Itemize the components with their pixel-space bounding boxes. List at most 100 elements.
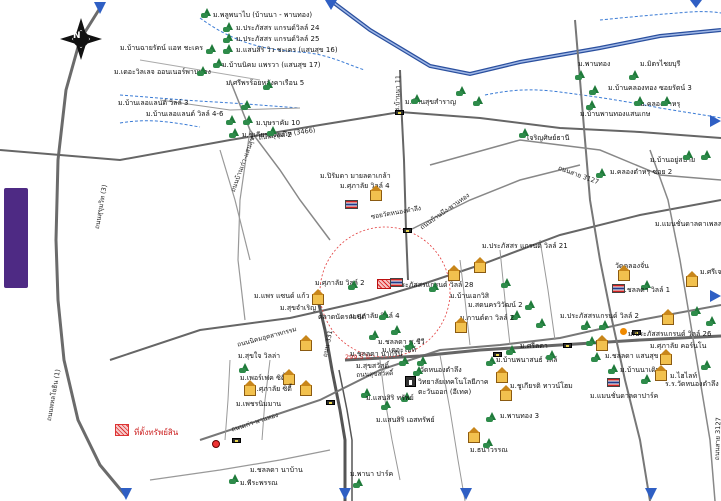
place-label: ม.ประภัสสรแกรนด์ วิลล์ 2 bbox=[560, 312, 639, 320]
house-icon bbox=[468, 427, 480, 443]
village-tree-icon bbox=[360, 388, 374, 398]
place-label: ม.บ้านฉายรัตน์ แอท ชะเคร bbox=[120, 44, 204, 52]
village-tree-icon bbox=[398, 356, 412, 366]
place-label: ม.แสนสิริ ทรัพย์ bbox=[366, 394, 414, 402]
village-tree-icon bbox=[404, 340, 418, 350]
village-tree-icon bbox=[378, 310, 392, 320]
village-tree-icon bbox=[640, 280, 654, 290]
place-label: ตลาดนัดรถยนต์ bbox=[318, 313, 367, 321]
village-tree-icon bbox=[518, 128, 532, 138]
place-label: ม.บ้านนาเดิม bbox=[620, 366, 661, 374]
arterial-road bbox=[109, 199, 721, 361]
road bbox=[459, 259, 471, 346]
brand-text: SCB ไทยพาณิชย์ bbox=[10, 413, 19, 470]
traffic-light-icon bbox=[632, 330, 641, 335]
place-label: ม.ชลลดา วิลล์ 1 bbox=[620, 286, 671, 294]
village-tree-icon bbox=[200, 8, 214, 18]
place-label: เจริญศิษย์ธานี bbox=[527, 134, 570, 142]
house-icon bbox=[300, 380, 312, 396]
village-tree-icon bbox=[628, 70, 642, 80]
village-tree-icon bbox=[228, 474, 242, 484]
village-tree-icon bbox=[380, 400, 394, 410]
village-tree-icon bbox=[607, 364, 621, 374]
village-tree-icon bbox=[412, 366, 426, 376]
traffic-light-icon bbox=[326, 400, 335, 405]
radius-circle bbox=[319, 226, 451, 358]
place-label: วัดคลองจั่น bbox=[615, 262, 649, 270]
flag-icon bbox=[612, 284, 625, 293]
village-tree-icon bbox=[690, 306, 704, 316]
village-tree-icon bbox=[535, 318, 549, 328]
compass-north-label: N bbox=[73, 31, 81, 41]
village-tree-icon bbox=[574, 70, 588, 80]
house-icon bbox=[500, 385, 512, 401]
place-label: ม.สดนครวิวัฒน์ 2 bbox=[468, 301, 523, 309]
place-label: ม.พานา ปาร์ค bbox=[350, 470, 394, 478]
place-label: ม.ประภัสสร แกรนด์วิลล์ 25 bbox=[236, 35, 320, 43]
far-right-road bbox=[649, 149, 716, 501]
house-icon bbox=[662, 309, 674, 325]
place-label: ม.มิตรไชยบุรี bbox=[640, 60, 681, 68]
village-tree-icon bbox=[598, 320, 612, 330]
village-tree-icon bbox=[510, 310, 524, 320]
place-label: ตะวันออก (อีเทค) bbox=[418, 388, 472, 396]
village-tree-icon bbox=[196, 66, 210, 76]
direction-arrows bbox=[94, 0, 721, 500]
traffic-light-icon bbox=[395, 110, 404, 115]
place-label: ม.เดอะไฮท์ bbox=[382, 346, 417, 354]
landmark-dot-icon bbox=[620, 328, 627, 335]
legend-label: ที่ตั้งทรัพย์สิน bbox=[134, 428, 179, 437]
road-label: ถนนสาย 3127 bbox=[712, 417, 721, 461]
main-road-lane bbox=[338, 369, 353, 501]
school-icon bbox=[405, 376, 416, 387]
village-tree-icon bbox=[222, 33, 236, 43]
place-label: ม.พานทอง 3 bbox=[500, 412, 540, 420]
distance-label: 299.5 ม. bbox=[345, 353, 373, 361]
village-tree-icon bbox=[266, 126, 280, 136]
canal-line bbox=[119, 120, 201, 128]
place-label: ม.บ้านเอกวิสิ bbox=[450, 292, 490, 300]
place-label: วัดหนองตำลึง bbox=[420, 366, 462, 374]
canal-line bbox=[484, 89, 721, 119]
place-label: ม.แมนชั่นดาลดาเพลส 3 bbox=[655, 220, 721, 228]
place-label: ม.ชลลดา นากรีน bbox=[350, 350, 403, 358]
legend-swatch-icon bbox=[115, 424, 129, 436]
village-tree-icon bbox=[485, 356, 499, 366]
place-label: ม.เดอะวิลเลจ ออนเนอร์พานทอง bbox=[114, 68, 211, 76]
village-tree-icon bbox=[205, 44, 219, 54]
place-label: ม.สุขสวัสดิ์ bbox=[356, 362, 389, 370]
canal-line bbox=[599, 11, 721, 21]
place-label: ม.แสนสิริ เอสทรัพย์ bbox=[376, 416, 435, 424]
village-tree-icon bbox=[505, 345, 519, 355]
road bbox=[149, 449, 331, 481]
road-label: ซ.บ้านนา 11 bbox=[392, 74, 403, 113]
village-tree-icon bbox=[500, 278, 514, 288]
flag-icon bbox=[390, 278, 403, 287]
village-tree-icon bbox=[524, 300, 538, 310]
pin-icon bbox=[212, 440, 220, 448]
place-label: ม.ปิรัมดา มายลดาเกล้า bbox=[320, 172, 391, 180]
place-label: ม.บุษราคัม 10 bbox=[256, 119, 301, 127]
place-label: ม.ชูเกียรติ ทาวน์โฮม bbox=[510, 382, 573, 390]
house-icon bbox=[448, 265, 460, 281]
canal-line bbox=[199, 17, 366, 71]
place-label: ม.ชลลดา นาบ้าน bbox=[250, 466, 303, 474]
road bbox=[219, 149, 251, 261]
house-icon bbox=[370, 185, 382, 201]
village-tree-icon bbox=[225, 115, 239, 125]
place-label: ม.ศรีเจริญ bbox=[700, 268, 721, 276]
village-tree-icon bbox=[240, 100, 254, 110]
sukhumvit-road bbox=[0, 110, 721, 162]
village-tree-icon bbox=[590, 352, 604, 362]
place-label: ม.บ้านพานทองแสนเกษ bbox=[580, 110, 651, 118]
place-label: ม.บ้านคลองทอง ซอยรัตน์ 3 bbox=[608, 84, 692, 92]
place-label: ม.ประภัสสร แกรนด์วิลล์ 24 bbox=[236, 24, 320, 32]
village-tree-icon bbox=[222, 44, 236, 54]
road bbox=[159, 99, 301, 111]
village-tree-icon bbox=[238, 363, 252, 373]
place-label: ร.ร.วัดหนองตำลึง bbox=[665, 380, 719, 388]
village-tree-icon bbox=[482, 438, 496, 448]
flag-icon bbox=[345, 200, 358, 209]
village-tree-icon bbox=[585, 336, 599, 346]
place-label: ม.ศุภาลัย วิลล์ 4 bbox=[340, 182, 390, 190]
